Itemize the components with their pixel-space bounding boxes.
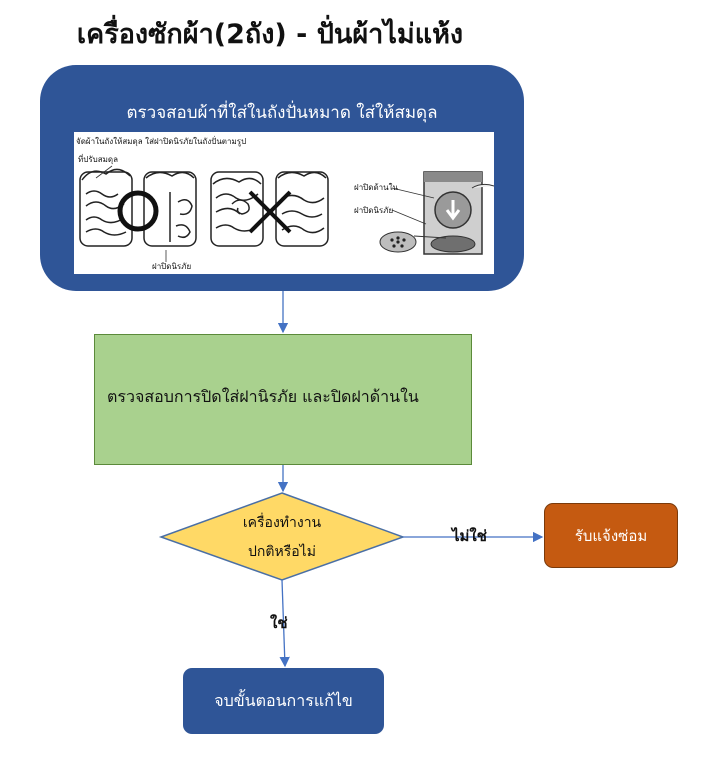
wrong-mark-icon bbox=[248, 190, 292, 234]
step-repair-request: รับแจ้งซ่อม bbox=[544, 503, 678, 568]
label-inner-lid: ฝาปิดด้านใน bbox=[354, 183, 398, 192]
label-safety-lid-2: ฝาปิดนิรภัย bbox=[354, 206, 394, 215]
diagram-title: เครื่องซักผ้า(2ถัง) - ปั่นผ้าไม่แห้ง bbox=[76, 19, 464, 50]
correct-mark-icon bbox=[117, 190, 159, 232]
tub-unbalanced-right bbox=[275, 171, 329, 247]
illustration-instruction: จัดผ้าในถังให้สมดุล ใส่ฝาปิดนิรภัยในถังป… bbox=[76, 137, 247, 146]
label-safety-lid: ฝาปิดนิรภัย bbox=[152, 262, 192, 271]
step-end-label: จบขั้นตอนการแก้ไข bbox=[214, 690, 353, 710]
arrow-decision-to-end bbox=[279, 579, 290, 668]
label-adjust-balance: ที่ปรับสมดุล bbox=[78, 155, 118, 164]
illustration-drawing bbox=[79, 165, 494, 262]
step-end: จบขั้นตอนการแก้ไข bbox=[183, 668, 384, 734]
step-check-load: ตรวจสอบผ้าที่ใส่ในถังปั่นหมาด ใส่ให้สมดุ… bbox=[40, 65, 524, 291]
decision-line-2: ปกติหรือไม่ bbox=[248, 544, 316, 560]
step-check-load-label: ตรวจสอบผ้าที่ใส่ในถังปั่นหมาด ใส่ให้สมดุ… bbox=[126, 103, 438, 123]
tub-balanced-left bbox=[79, 168, 133, 247]
edge-label-no: ไม่ใช่ bbox=[452, 527, 487, 545]
balance-illustration: จัดผ้าในถังให้สมดุล ใส่ฝาปิดนิรภัยในถังป… bbox=[74, 132, 494, 274]
step-check-lids: ตรวจสอบการปิดใส่ฝานิรภัย และปิดฝาด้านใน bbox=[94, 334, 472, 465]
safety-lid-drawing bbox=[379, 231, 447, 253]
spin-tub-drawing bbox=[423, 171, 494, 255]
edge-label-yes: ใช่ bbox=[270, 614, 288, 632]
step-check-lids-label: ตรวจสอบการปิดใส่ฝานิรภัย และปิดฝาด้านใน bbox=[107, 387, 419, 406]
decision-diamond bbox=[158, 492, 406, 581]
step-repair-request-label: รับแจ้งซ่อม bbox=[574, 526, 648, 545]
decision-line-1: เครื่องทำงาน bbox=[242, 515, 322, 531]
tub-balanced-right bbox=[143, 171, 197, 247]
